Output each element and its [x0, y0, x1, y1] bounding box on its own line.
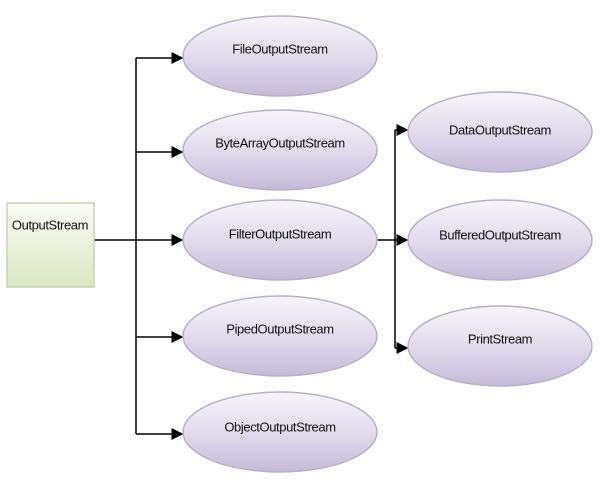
node-filteroutputstream: FilterOutputStream: [182, 199, 378, 281]
node-pipedoutputstream: PipedOutputStream: [182, 295, 378, 377]
node-label: PrintStream: [468, 331, 532, 346]
node-label: FilterOutputStream: [229, 226, 332, 241]
connectors: [94, 52, 409, 440]
node-outputstream: OutputStream: [6, 202, 95, 288]
node-label: BufferedOutputStream: [439, 227, 561, 242]
node-bytearrayoutputstream: ByteArrayOutputStream: [182, 109, 378, 191]
node-dataoutputstream: DataOutputStream: [407, 91, 593, 173]
node-label: DataOutputStream: [449, 122, 551, 137]
node-fileoutputstream: FileOutputStream: [182, 15, 378, 97]
node-label: FileOutputStream: [232, 41, 327, 56]
node-printstream: PrintStream: [407, 305, 593, 387]
node-label: ObjectOutputStream: [224, 419, 335, 434]
node-objectoutputstream: ObjectOutputStream: [182, 391, 378, 473]
node-label: PipedOutputStream: [226, 321, 333, 336]
node-label: ByteArrayOutputStream: [215, 135, 345, 150]
node-bufferedoutputstream: BufferedOutputStream: [407, 199, 593, 281]
node-label: OutputStream: [12, 217, 88, 232]
